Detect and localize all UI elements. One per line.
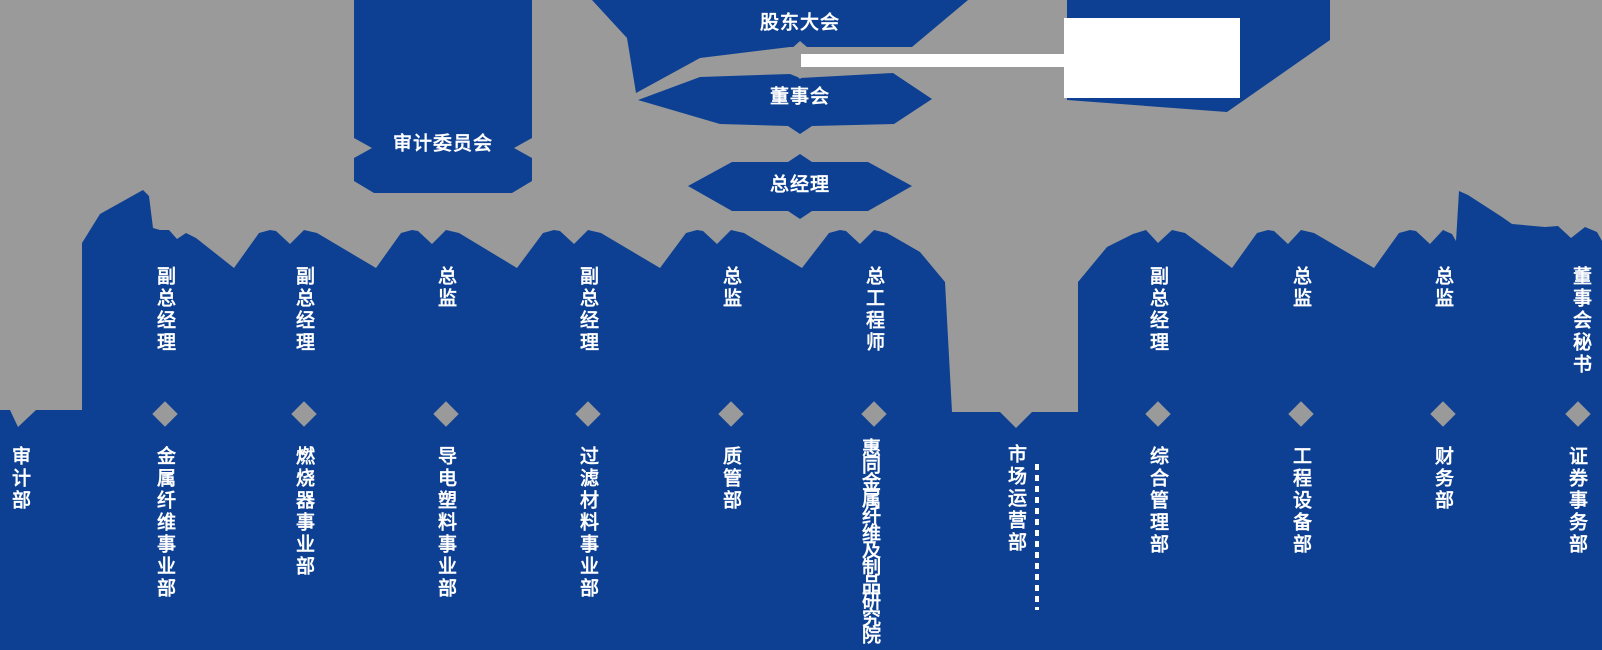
connector-diamond (152, 401, 178, 427)
node-audit-committee: 审计委员会 (392, 133, 494, 155)
audit-committee-box (354, 0, 532, 193)
exec-title: 总监 (435, 266, 456, 310)
org-silhouette (0, 190, 1602, 650)
dept-label: 审计部 (9, 446, 30, 512)
dashed-divider-line (1035, 464, 1039, 610)
connector-diamond (433, 401, 459, 427)
shareholders-meeting-node (592, 0, 968, 93)
dept-label: 质管部 (720, 446, 741, 512)
connector-diamond (861, 401, 887, 427)
exec-title: 副总经理 (577, 266, 598, 354)
dept-label: 工程设备部 (1290, 446, 1311, 556)
connector-diamond (1430, 401, 1456, 427)
connector-diamond (718, 401, 744, 427)
exec-title: 副总经理 (293, 266, 314, 354)
node-general-manager: 总经理 (769, 174, 831, 196)
dept-label: 过滤材料事业部 (577, 446, 598, 600)
exec-title: 总监 (1290, 266, 1311, 310)
callout-pointer-line (801, 54, 1066, 67)
connector-diamond (1565, 401, 1591, 427)
dept-label: 导电塑料事业部 (435, 446, 456, 600)
dept-label: 综合管理部 (1147, 446, 1168, 556)
dept-label: 金属纤维事业部 (154, 446, 175, 600)
general-manager-node (688, 154, 912, 219)
exec-title: 总监 (720, 266, 741, 310)
connector-diamond (1145, 401, 1171, 427)
node-board-of-directors: 董事会 (769, 86, 831, 108)
dept-label: 财务部 (1432, 446, 1453, 512)
node-shareholders-meeting: 股东大会 (759, 12, 841, 34)
connector-diamond (1288, 401, 1314, 427)
dept-label: 燃烧器事业部 (293, 446, 314, 578)
board-of-directors-node (638, 73, 932, 134)
exec-title: 总工程师 (863, 266, 884, 354)
masked-label-box (1064, 18, 1240, 98)
dept-label: 市场运营部 (1005, 444, 1026, 554)
exec-title: 总监 (1432, 266, 1453, 310)
connector-diamond (291, 401, 317, 427)
dept-label: 证券事务部 (1566, 446, 1587, 556)
exec-title: 副总经理 (154, 266, 175, 354)
top-connector-diamond (779, 41, 822, 79)
exec-title: 副总经理 (1147, 266, 1168, 354)
connector-diamond (575, 401, 601, 427)
dept-label: 惠同金属纤维及制品研究院 (859, 438, 880, 642)
exec-title: 董事会秘书 (1570, 266, 1591, 376)
